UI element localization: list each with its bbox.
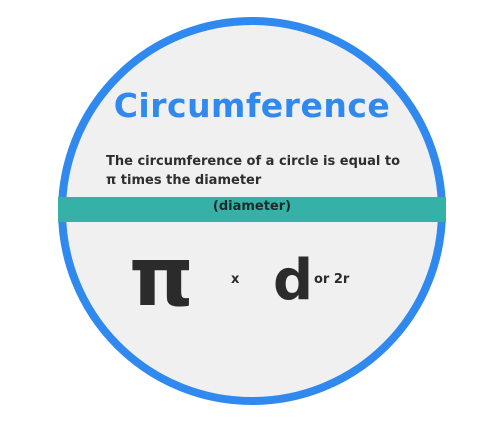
alternate-formula: or 2r	[314, 272, 350, 287]
multiply-sign: x	[231, 272, 240, 287]
pi-symbol: π	[129, 230, 194, 325]
diameter-symbol: d	[273, 248, 314, 313]
description-text: The circumference of a circle is equal t…	[106, 154, 401, 188]
diameter-band	[58, 197, 446, 222]
diameter-label: (diameter)	[212, 199, 292, 214]
diagram-title: Circumference	[113, 86, 391, 125]
